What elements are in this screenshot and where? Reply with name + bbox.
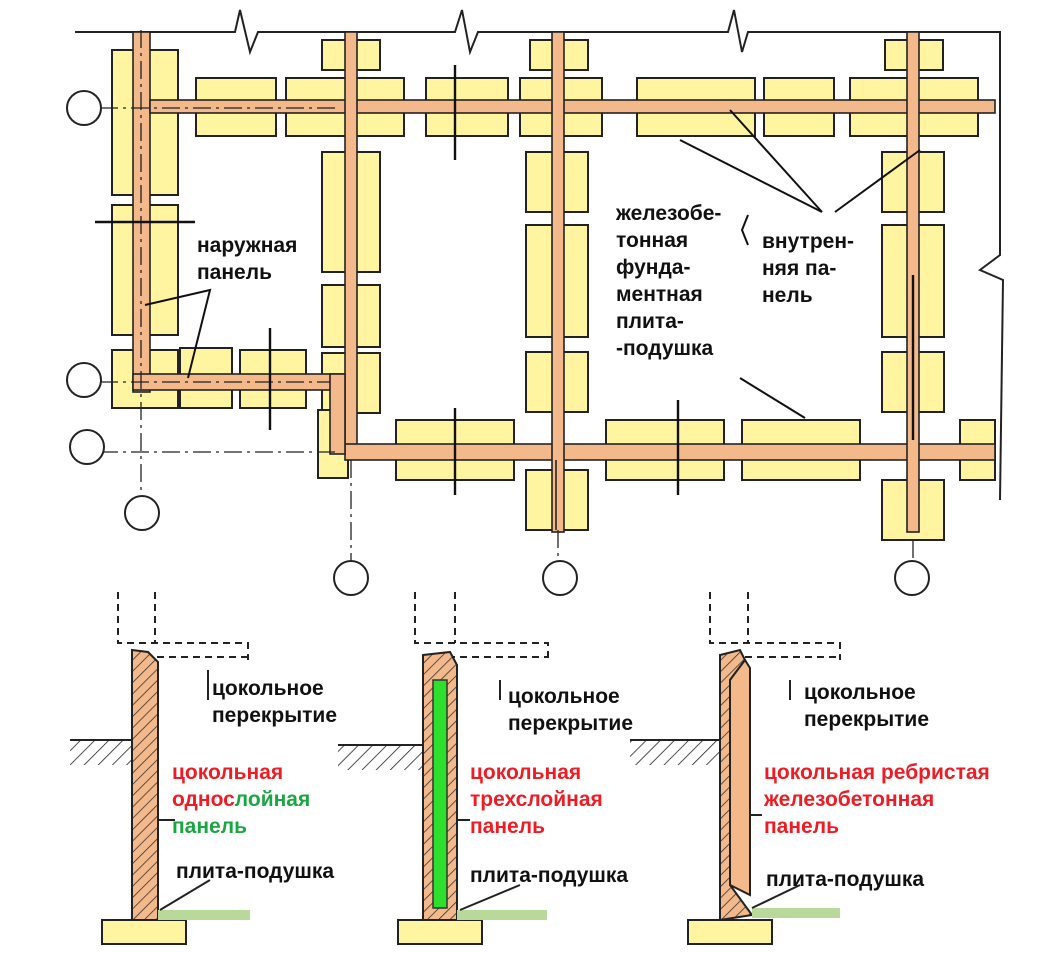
axis-marker xyxy=(124,495,160,531)
floor-slab-label-2: цокольное перекрытие xyxy=(508,685,634,735)
panel-label-1: цокольная однослойная панель xyxy=(172,761,311,838)
cushion-label-1: плита-подушка xyxy=(176,860,335,883)
inner-panel xyxy=(344,31,358,453)
plan-view xyxy=(66,9,1005,596)
floor-slab-label-1: цокольное перекрытие xyxy=(212,677,338,727)
axis-marker xyxy=(66,362,102,398)
insulation-layer xyxy=(432,679,448,909)
axis-marker xyxy=(894,560,930,596)
inner-panel-label: внутрен- няя па- нель xyxy=(762,230,854,307)
inner-panel xyxy=(149,99,996,114)
outer-panel xyxy=(329,373,346,455)
section-1 xyxy=(70,592,250,945)
axis-marker xyxy=(333,560,369,596)
top-break-line xyxy=(75,9,1005,501)
section-3 xyxy=(630,592,841,945)
cushion-label-3: плита-подушка xyxy=(766,868,925,891)
cushion-label-2: плита-подушка xyxy=(470,864,629,887)
slab-label: железобе- тонная фунда- ментная плита- -… xyxy=(616,202,722,360)
axis-marker xyxy=(542,560,578,596)
outer-panel-label: наружная панель xyxy=(197,234,298,284)
panel-label-2: цокольная трехслойная панель xyxy=(470,761,603,838)
section-2 xyxy=(338,592,549,945)
axis-marker xyxy=(69,429,105,465)
axis-marker xyxy=(66,90,102,126)
inner-panel xyxy=(551,31,565,533)
outer-panel xyxy=(344,443,996,461)
panel-label-3: цокольная ребристая железобетонная панел… xyxy=(764,761,990,838)
floor-slab-label-3: цокольное перекрытие xyxy=(804,681,930,731)
